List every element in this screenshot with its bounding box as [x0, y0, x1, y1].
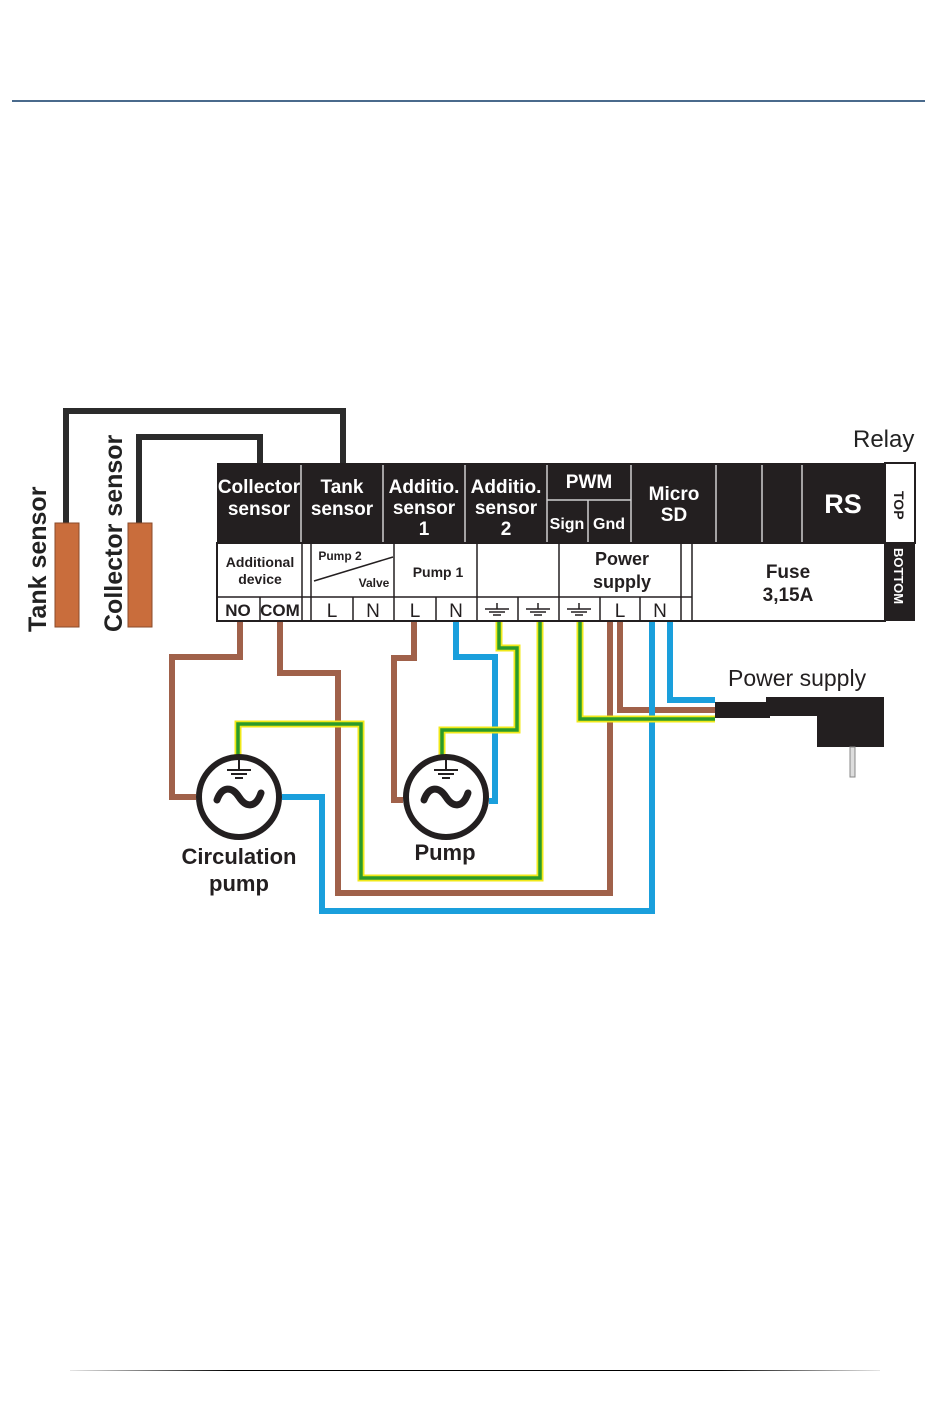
additional-sensor-2-header-l1: Additio.	[471, 477, 542, 498]
wire-pump1-neutral	[453, 622, 498, 804]
earth-terminal-icons	[485, 603, 591, 616]
additional-sensor-2-header-l2: sensor	[475, 498, 538, 519]
collector-sensor-header-l2: sensor	[228, 499, 291, 520]
ac-symbol-icon	[213, 785, 265, 809]
earth-icon	[485, 603, 509, 616]
collector-sensor-cable	[136, 434, 263, 525]
wire-no-live	[169, 622, 243, 800]
wire-pump1-live	[391, 622, 417, 803]
fuse-label: Fuse	[766, 562, 810, 583]
tank-sensor-header-l1: Tank	[321, 477, 364, 498]
rs-header: RS	[824, 489, 862, 519]
wire-com-live	[277, 622, 613, 896]
additional-sensor-1-header-l3: 1	[419, 519, 430, 540]
tank-sensor-label: Tank sensor	[24, 486, 52, 632]
additional-device-l1: Additional	[226, 554, 294, 570]
power-supply-box-l2: supply	[593, 572, 651, 592]
additional-sensor-1-header-l1: Additio.	[389, 477, 460, 498]
terminal-power-n: N	[653, 601, 667, 622]
micro-sd-header-l1: Micro	[649, 484, 700, 505]
micro-sd-header-l2: SD	[661, 505, 687, 526]
footer-rule	[70, 1370, 880, 1371]
collector-sensor-probe	[127, 522, 153, 628]
earth-wires	[234, 622, 715, 882]
terminal-com: COM	[260, 601, 300, 620]
fuse-rating: 3,15A	[763, 585, 814, 606]
terminal-power-l: L	[615, 601, 626, 622]
sensor-cables	[63, 408, 346, 525]
power-supply-label: Power supply	[728, 665, 867, 691]
terminal-pump2-n: N	[366, 601, 380, 622]
collector-sensor-label: Collector sensor	[100, 434, 128, 632]
wire-circ-neutral	[282, 622, 655, 914]
terminal-pump2-l: L	[327, 601, 338, 622]
circulation-pump-label-l2: pump	[209, 871, 269, 896]
pwm-sign: Sign	[550, 516, 585, 533]
pump2-label: Pump 2	[318, 549, 362, 563]
pump-motor	[403, 754, 489, 840]
ac-symbol-icon	[420, 785, 472, 809]
top-side-label: TOP	[891, 491, 907, 520]
valve-label: Valve	[359, 576, 390, 590]
earth-icon	[567, 603, 591, 616]
relay-top-panel: Collector sensor Tank sensor Additio. se…	[217, 462, 916, 544]
collector-sensor-header-l1: Collector	[218, 477, 301, 498]
terminal-pump1-l: L	[410, 601, 421, 622]
power-plug	[715, 697, 884, 778]
header-rule	[12, 100, 925, 102]
wires	[169, 622, 715, 914]
circulation-pump-motor	[196, 754, 282, 840]
earth-icon	[526, 603, 550, 616]
additional-device-l2: device	[238, 571, 282, 587]
circulation-pump-label-l1: Circulation	[182, 844, 297, 869]
pump1-label: Pump 1	[413, 564, 464, 580]
wire-plug-live	[617, 622, 715, 713]
bottom-side-label: BOTTOM	[891, 548, 906, 604]
pwm-header: PWM	[566, 472, 612, 493]
terminal-pump1-n: N	[449, 601, 463, 622]
relay-label: Relay	[853, 426, 914, 453]
wire-plug-neutral	[667, 622, 715, 703]
additional-sensor-2-header-l3: 2	[501, 519, 512, 540]
relay-bottom-panel: Additional device Pump 2 Valve Pump 1 Po…	[216, 542, 915, 622]
tank-sensor-probe	[54, 522, 80, 628]
tank-sensor-header-l2: sensor	[311, 499, 374, 520]
tank-sensor-cable	[63, 408, 346, 525]
pwm-gnd: Gnd	[593, 516, 625, 533]
terminal-no: NO	[225, 601, 251, 620]
pump-label: Pump	[414, 840, 475, 865]
power-supply-box-l1: Power	[595, 549, 649, 569]
additional-sensor-1-header-l2: sensor	[393, 498, 456, 519]
